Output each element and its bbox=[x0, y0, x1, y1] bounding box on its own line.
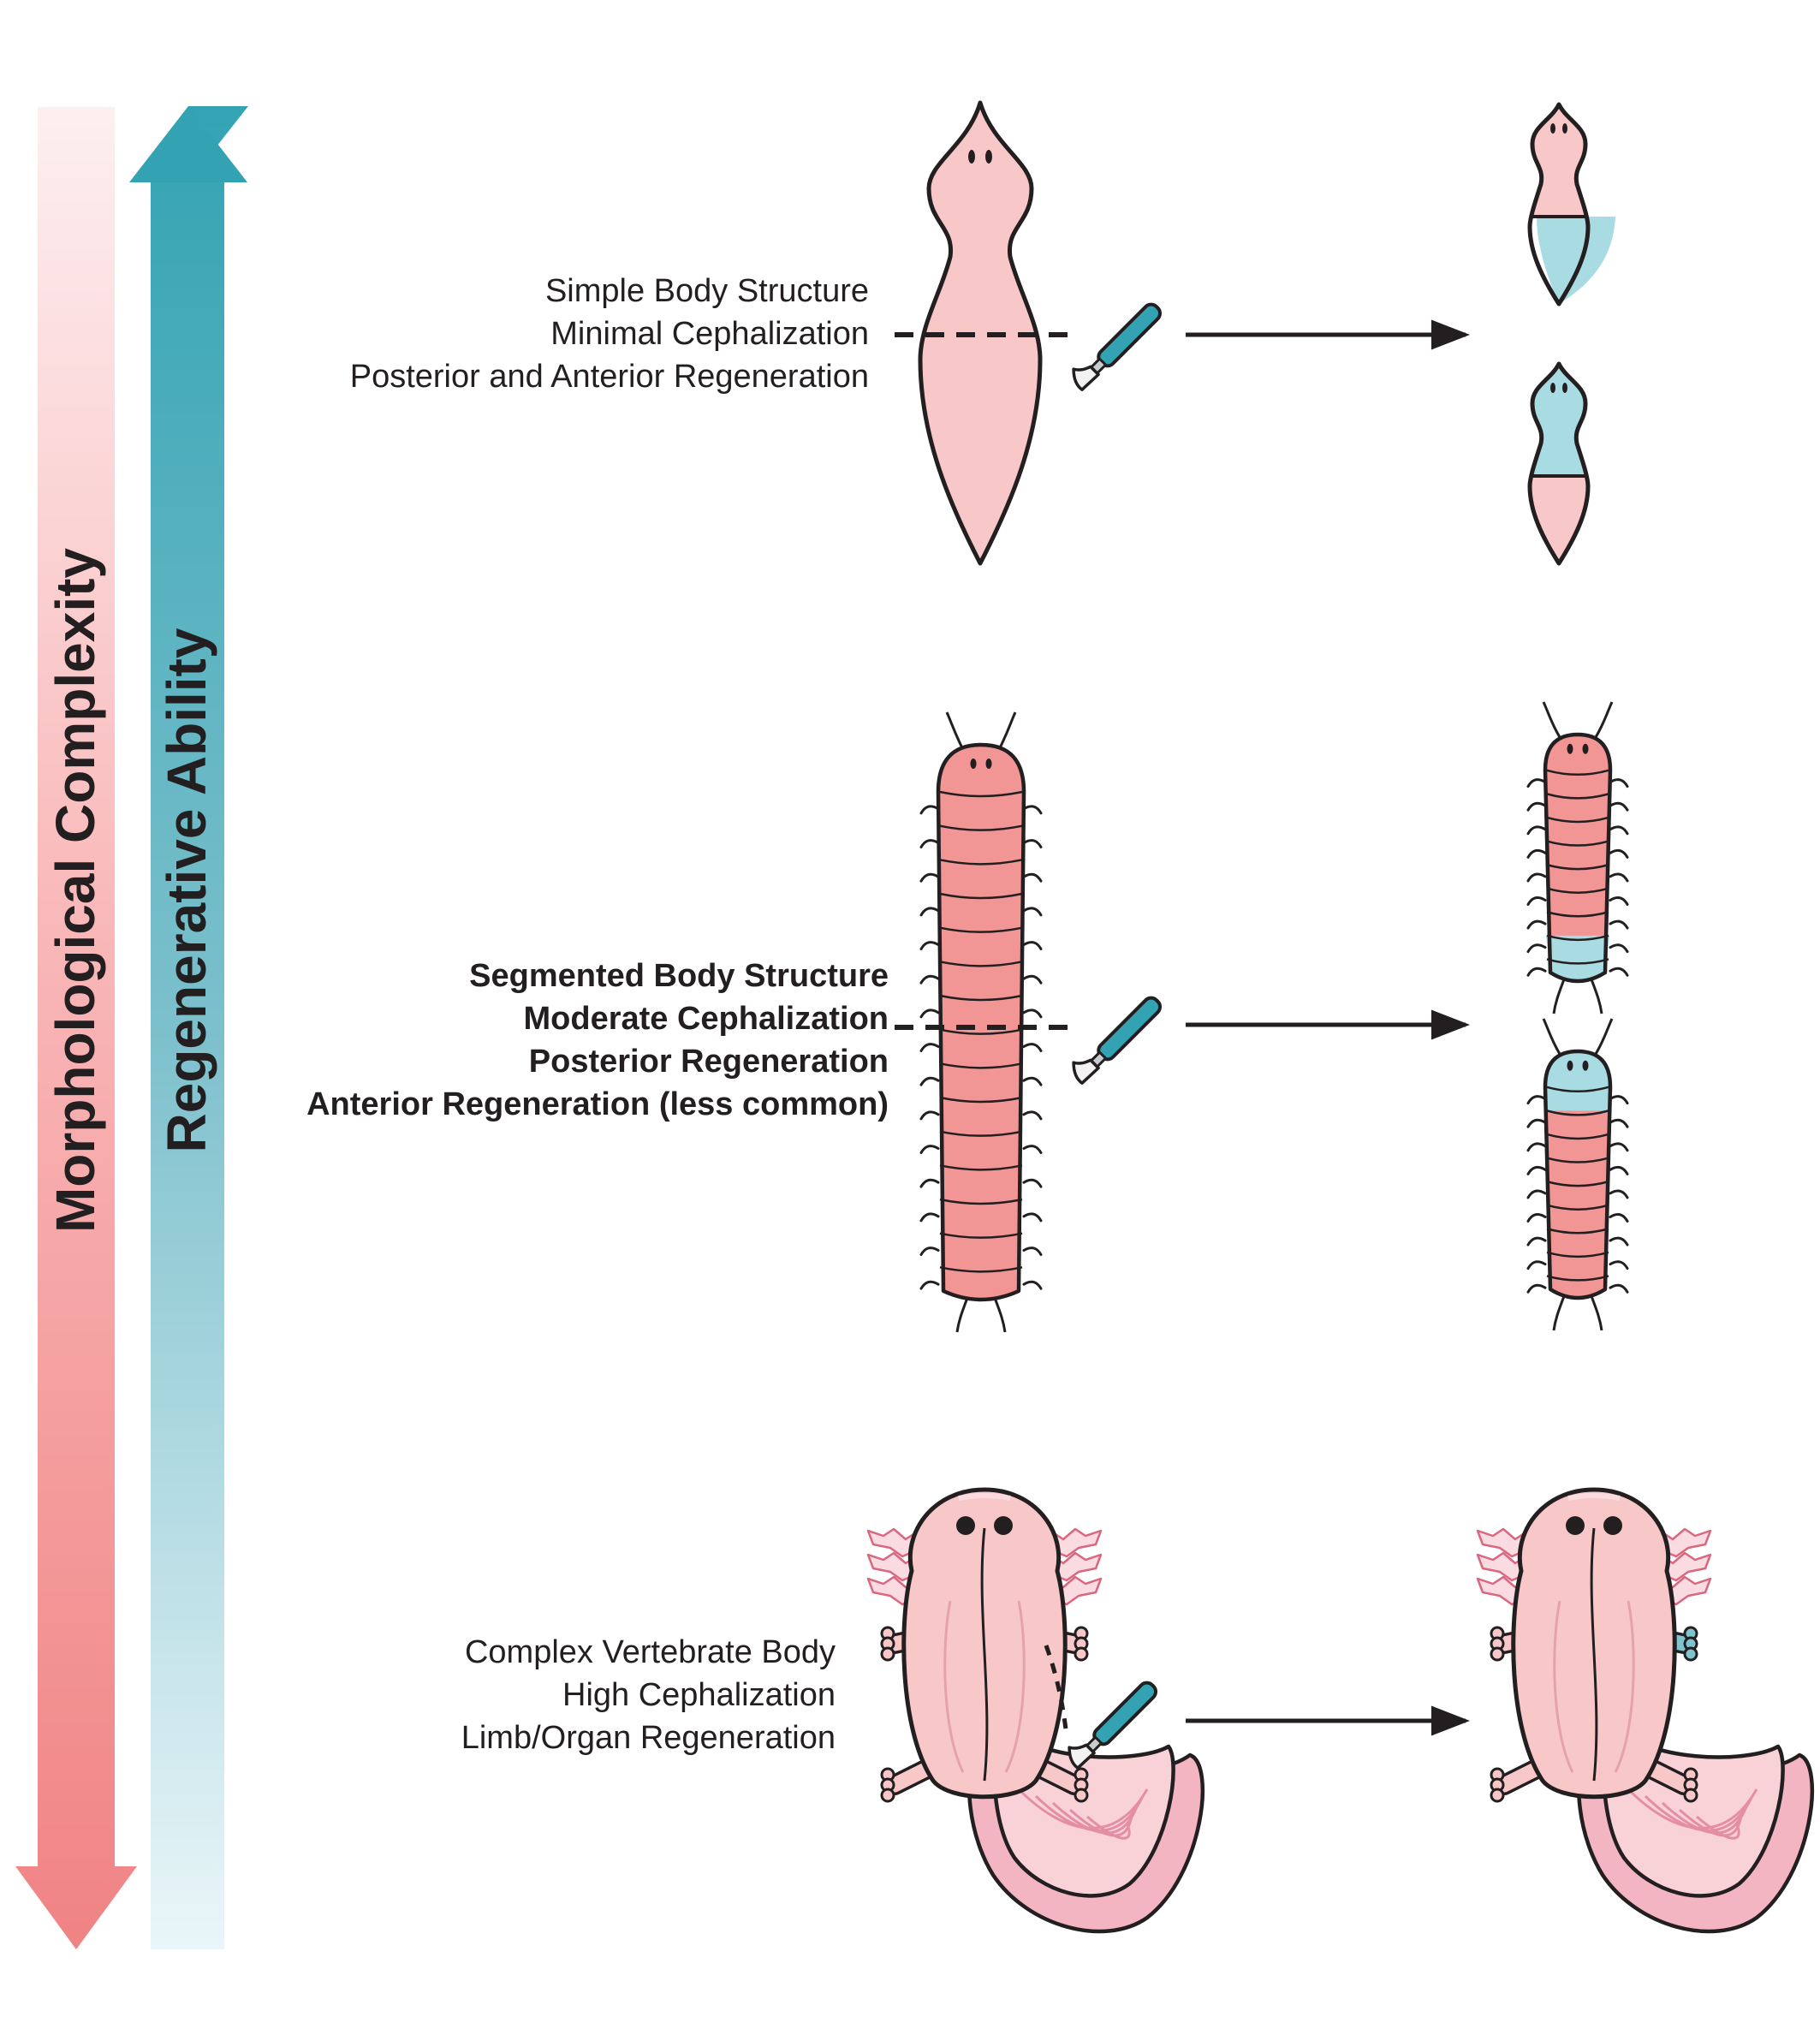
row-2-line-4: Anterior Regeneration (less common) bbox=[306, 1086, 889, 1122]
regenerated-worm-bottom bbox=[1526, 1018, 1629, 1331]
row-2-line-3: Posterior Regeneration bbox=[528, 1044, 889, 1080]
scalpel-icon bbox=[1068, 990, 1163, 1086]
row-1-line-3: Posterior and Anterior Regeneration bbox=[349, 359, 869, 395]
regenerative-ability-label: Regenerative Ability bbox=[156, 628, 217, 1152]
regenerative-ability-arrow: Regenerative Ability bbox=[129, 106, 248, 1949]
row-2-label: Segmented Body Structure Moderate Cephal… bbox=[306, 955, 889, 1126]
row-3-line-3: Limb/Organ Regeneration bbox=[461, 1720, 836, 1756]
axolotl-icon bbox=[866, 1487, 1205, 1934]
cut-line bbox=[1044, 1645, 1068, 1730]
regenerated-worm-top bbox=[1526, 701, 1629, 1014]
row-3-label: Complex Vertebrate Body High Cephalizati… bbox=[461, 1631, 836, 1759]
morphological-complexity-arrow: Morphological Complexity bbox=[15, 107, 137, 1949]
row-3-line-2: High Cephalization bbox=[562, 1677, 836, 1713]
row-2-line-1: Segmented Body Structure bbox=[469, 958, 889, 994]
row-1-line-1: Simple Body Structure bbox=[544, 273, 869, 309]
regenerated-flatworm-bottom bbox=[1527, 361, 1591, 566]
morphological-complexity-label: Morphological Complexity bbox=[45, 548, 106, 1233]
row-2-line-2: Moderate Cephalization bbox=[523, 1001, 889, 1037]
segmented-worm-icon bbox=[919, 711, 1043, 1333]
regenerated-axolotl bbox=[1476, 1487, 1815, 1934]
row-1-line-2: Minimal Cephalization bbox=[550, 316, 869, 352]
regenerated-flatworm-top bbox=[1527, 102, 1615, 306]
row-3-line-1: Complex Vertebrate Body bbox=[464, 1634, 836, 1670]
flatworm-icon bbox=[918, 100, 1043, 566]
scalpel-icon bbox=[1068, 296, 1163, 392]
row-1-label: Simple Body Structure Minimal Cephalizat… bbox=[350, 270, 869, 398]
